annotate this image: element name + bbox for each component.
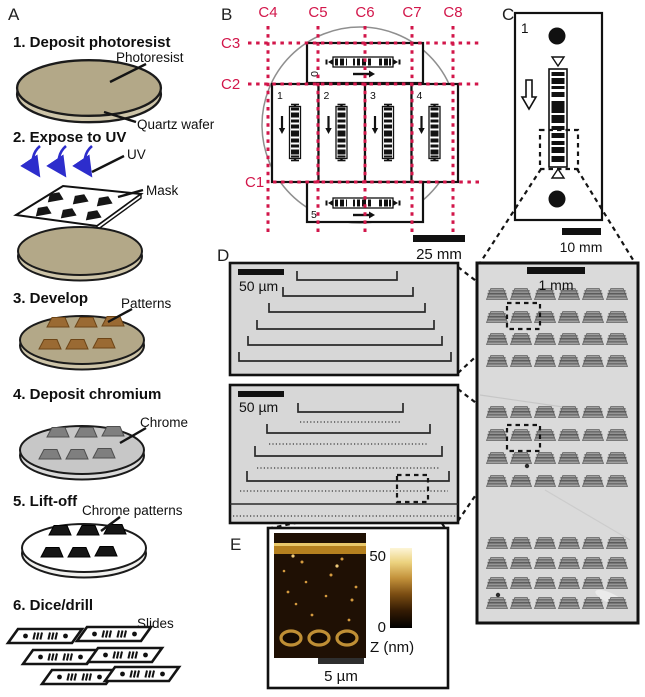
scale-bar-25mm-label: 25 mm <box>416 246 462 263</box>
photomask <box>13 184 144 232</box>
cut-label-c8: C8 <box>443 4 462 21</box>
micrograph-slide-overview: 1 mm <box>475 261 640 625</box>
slide-number: 1 <box>521 21 529 36</box>
scale-bar-50um-bottom-label: 50 µm <box>239 399 278 415</box>
colorbar-min-label: 0 <box>378 619 386 636</box>
step1-title: 1. Deposit photoresist <box>13 34 171 51</box>
panel-b-wafer-layout: B 0 1 2 3 4 5 <box>221 4 480 263</box>
cut-label-c7: C7 <box>402 4 421 21</box>
scale-bar-10mm-label: 10 mm <box>560 239 603 255</box>
panel-c-label: C <box>502 5 514 24</box>
diced-slides <box>6 625 181 686</box>
slide-5-number: 5 <box>311 209 317 221</box>
chrome-patterns-leader-line <box>100 516 121 532</box>
slide-2-number: 2 <box>324 90 330 102</box>
nested-bracket-features <box>238 271 452 362</box>
barcode-slide-2 <box>335 103 348 162</box>
chrome-label: Chrome <box>140 415 188 430</box>
barcode-start-marker <box>550 56 566 68</box>
uv-arrows-icon <box>20 145 93 178</box>
scale-bar-25mm <box>413 235 465 242</box>
scale-bar-5um-label: 5 µm <box>324 668 358 685</box>
micrograph-chrome-and-nano-features: 50 µm <box>228 383 460 525</box>
step5-title: 5. Lift-off <box>13 493 78 510</box>
cut-label-c4: C4 <box>258 4 277 21</box>
afm-ring-features <box>279 629 359 647</box>
barcode-slide-5 <box>324 197 402 209</box>
step6-title: 6. Dice/drill <box>13 597 93 614</box>
afm-speckles <box>282 554 358 622</box>
slide-0-number: 0 <box>309 71 321 77</box>
panel-d-micrographs: D 50 µm 50 µm <box>217 246 640 625</box>
patterns-label: Patterns <box>121 296 172 311</box>
step3-title: 3. Develop <box>13 290 88 307</box>
photoresist-label: Photoresist <box>116 50 184 65</box>
slide-4-number: 4 <box>417 90 423 102</box>
quartz-leader-line <box>103 110 137 124</box>
mask-label: Mask <box>146 183 179 198</box>
photoresist-leader-line <box>109 62 147 84</box>
afm-image <box>274 533 366 658</box>
slide-3-number: 3 <box>370 90 376 102</box>
wafer-photoresist <box>15 58 163 124</box>
cut-label-c5: C5 <box>308 4 327 21</box>
step2-title: 2. Expose to UV <box>13 129 126 146</box>
slide-barcode <box>548 68 568 168</box>
cut-label-c2: C2 <box>221 76 240 93</box>
patterns-leader-line <box>107 307 133 324</box>
read-direction-arrow <box>520 79 538 111</box>
colorbar-max-label: 50 <box>369 548 386 565</box>
scale-bar-50um-top <box>238 269 284 275</box>
panel-e-label: E <box>230 535 241 554</box>
scale-bar-50um-bottom <box>238 391 284 397</box>
cut-label-c3: C3 <box>221 35 240 52</box>
dicing-cut-lines <box>248 26 480 236</box>
barcode-slide-4 <box>428 103 441 162</box>
bracket-and-dotted-features <box>230 403 458 517</box>
mask-leader-line <box>117 188 144 199</box>
alignment-hole-bottom <box>548 190 566 208</box>
zoom-region-box <box>538 128 580 171</box>
slide-1-number: 1 <box>277 90 283 102</box>
colorbar-axis-label: Z (nm) <box>370 639 414 656</box>
cut-label-c6: C6 <box>355 4 374 21</box>
alignment-hole-top <box>548 27 566 45</box>
chrome-patterns-label: Chrome patterns <box>82 503 183 518</box>
scale-bar-1mm <box>527 267 585 274</box>
afm-zoom-region-box <box>395 473 430 504</box>
barcode-end-marker <box>550 167 566 179</box>
uv-label: UV <box>127 147 146 162</box>
uv-leader-line <box>91 154 125 174</box>
quartz-wafer-label: Quartz wafer <box>137 117 215 132</box>
panel-b-label: B <box>221 5 232 24</box>
panel-c-slide: C 1 10 mm <box>502 5 604 255</box>
panel-d-label: D <box>217 246 229 265</box>
micrograph-chrome-features: 50 µm <box>228 261 460 377</box>
scale-bar-5um <box>318 658 364 664</box>
scale-bar-50um-top-label: 50 µm <box>239 278 278 294</box>
barcode-slide-0 <box>324 56 402 68</box>
z-colorbar <box>390 548 412 628</box>
step4-title: 4. Deposit chromium <box>13 386 161 403</box>
panel-a-label: A <box>8 5 20 24</box>
zoom-region-box-2 <box>505 423 542 453</box>
panel-e-afm: E 50 0 Z (nm) 5 µm <box>230 526 450 690</box>
mask-pattern-trapezoids <box>35 192 113 221</box>
scale-bar-1mm-label: 1 mm <box>539 277 574 293</box>
panel-a-process-steps: A 1. Deposit photoresist Photoresist Qua… <box>6 5 215 686</box>
scale-bar-10mm <box>562 228 601 235</box>
chrome-leader-line <box>119 426 147 445</box>
barcode-slide-1 <box>288 103 302 162</box>
cut-label-c1: C1 <box>245 174 264 191</box>
wafer-under-mask <box>17 226 143 282</box>
barcode-slide-3 <box>381 103 395 162</box>
zoom-region-box-1 <box>505 301 542 331</box>
